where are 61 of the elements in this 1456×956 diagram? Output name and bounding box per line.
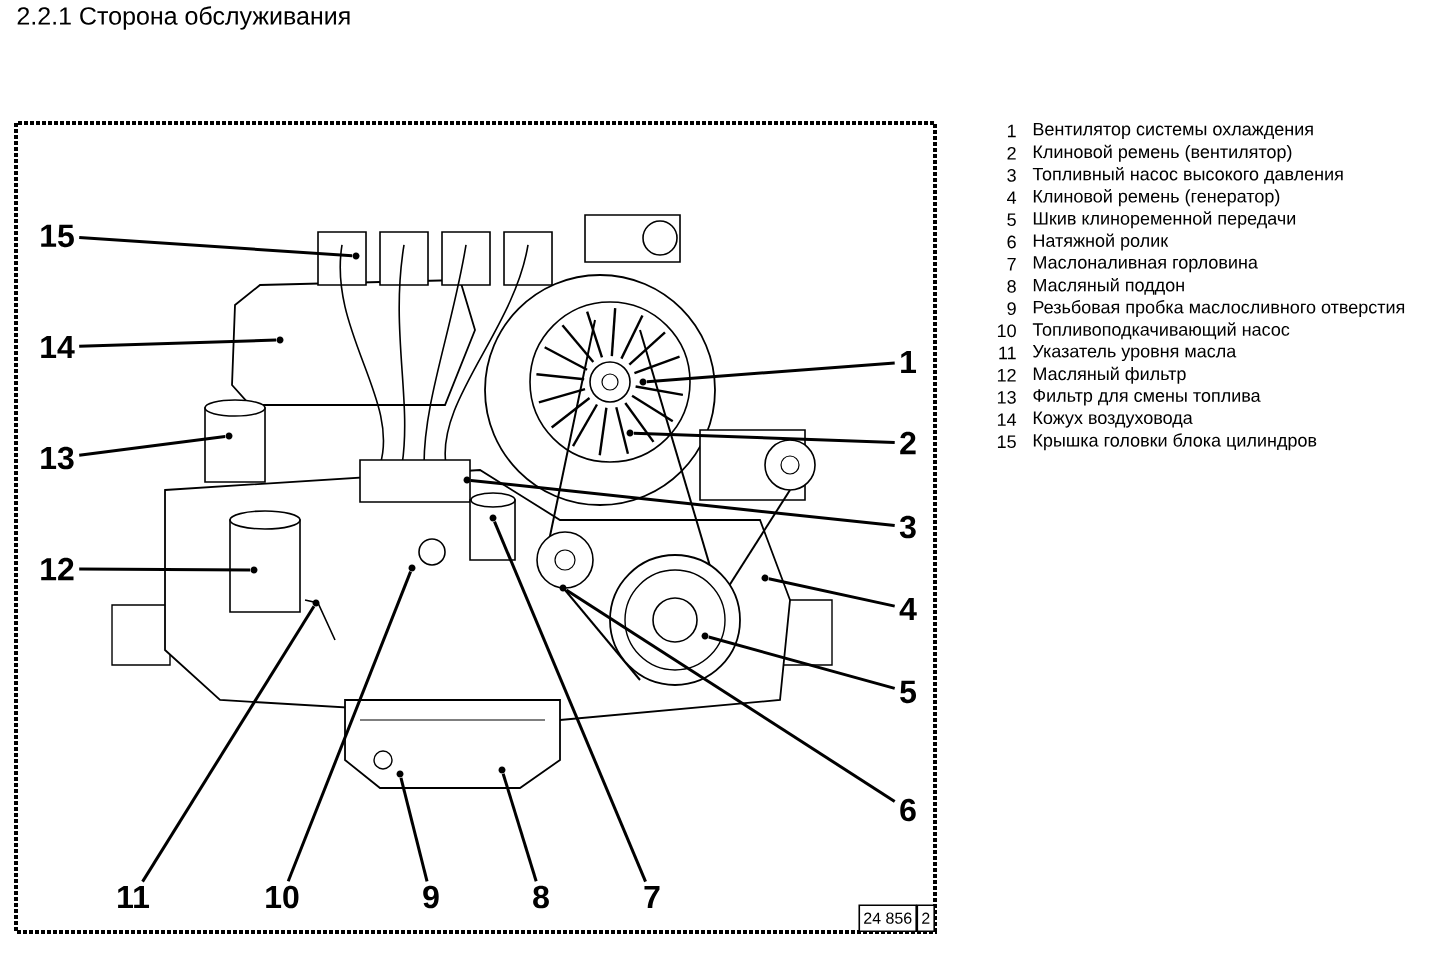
legend-number: 1 (1008, 124, 1016, 138)
leader-line (79, 338, 277, 348)
legend-number: 10 (997, 324, 1016, 338)
legend-number: 8 (1007, 280, 1016, 293)
legend-text: Фильтр для смены топлива (1033, 389, 1261, 406)
legend-number: 11 (999, 346, 1016, 360)
legend-number: 14 (997, 413, 1017, 426)
legend-number: 3 (1007, 169, 1016, 182)
callout-number: 8 (533, 885, 549, 909)
figure-number: 2 (916, 904, 935, 932)
callout-number: 1 (901, 351, 916, 373)
callout-number: 12 (41, 557, 74, 581)
heading: 2.2.1 Сторона обслуживания (17, 6, 350, 30)
legend-text: Маслоналивная горловина (1033, 256, 1258, 273)
leader-line (79, 435, 226, 457)
legend-number: 9 (1007, 302, 1016, 315)
legend-text: Шкив клиноременной передачи (1033, 211, 1296, 229)
callout-number: 11 (118, 886, 150, 908)
callout-number: 10 (266, 885, 299, 909)
legend-text: Указатель уровня масла (1032, 344, 1237, 362)
leader-line (708, 635, 896, 690)
legend-text: Вентилятор системы охлаждения (1033, 122, 1313, 140)
callout-number: 14 (41, 336, 75, 358)
leader-line (470, 478, 895, 528)
legend-text: Резьбовая пробка маслосливного отверстия (1033, 300, 1405, 318)
leader-line (646, 361, 895, 384)
callout-number: 6 (900, 798, 916, 822)
callout-number: 13 (41, 446, 74, 470)
callout-number: 9 (423, 885, 439, 909)
callout-number: 3 (899, 515, 916, 539)
leader-line (501, 773, 538, 882)
legend-text: Натяжной ролик (1033, 233, 1169, 251)
legend-number: 12 (997, 368, 1016, 382)
legend-text: Кожух воздуховода (1033, 411, 1193, 428)
leader-line (399, 777, 429, 882)
leader-line (565, 588, 896, 803)
legend-number: 7 (1007, 258, 1016, 271)
legend-number: 5 (1007, 213, 1016, 227)
callout-number: 7 (644, 886, 660, 908)
legend-number: 6 (1007, 235, 1016, 249)
legend-text: Крышка головки блока цилиндров (1033, 433, 1317, 451)
leader-line (79, 567, 251, 572)
legend-number: 15 (997, 435, 1016, 449)
legend-text: Масляный фильтр (1033, 366, 1186, 384)
legend-text: Масляный поддон (1033, 277, 1184, 295)
callout-number: 15 (41, 224, 74, 248)
legend-text: Клиновой ремень (генератор) (1033, 189, 1280, 207)
leader-line (633, 431, 895, 444)
legend-number: 4 (1007, 191, 1017, 204)
leader-line (768, 577, 896, 608)
callout-number: 2 (900, 431, 916, 455)
legend-text: Топливоподкачивающий насос (1032, 322, 1290, 340)
legend-number: 13 (997, 391, 1016, 404)
callout-number: 5 (900, 680, 916, 704)
leader-line (141, 605, 316, 883)
leader-line (286, 571, 412, 882)
legend-text: Клиновой ремень (вентилятор) (1033, 144, 1292, 162)
legend-text: Топливный насос высокого давления (1032, 166, 1343, 184)
callout-number: 4 (899, 598, 917, 620)
leader-line (79, 236, 353, 258)
legend-number: 2 (1007, 146, 1016, 160)
